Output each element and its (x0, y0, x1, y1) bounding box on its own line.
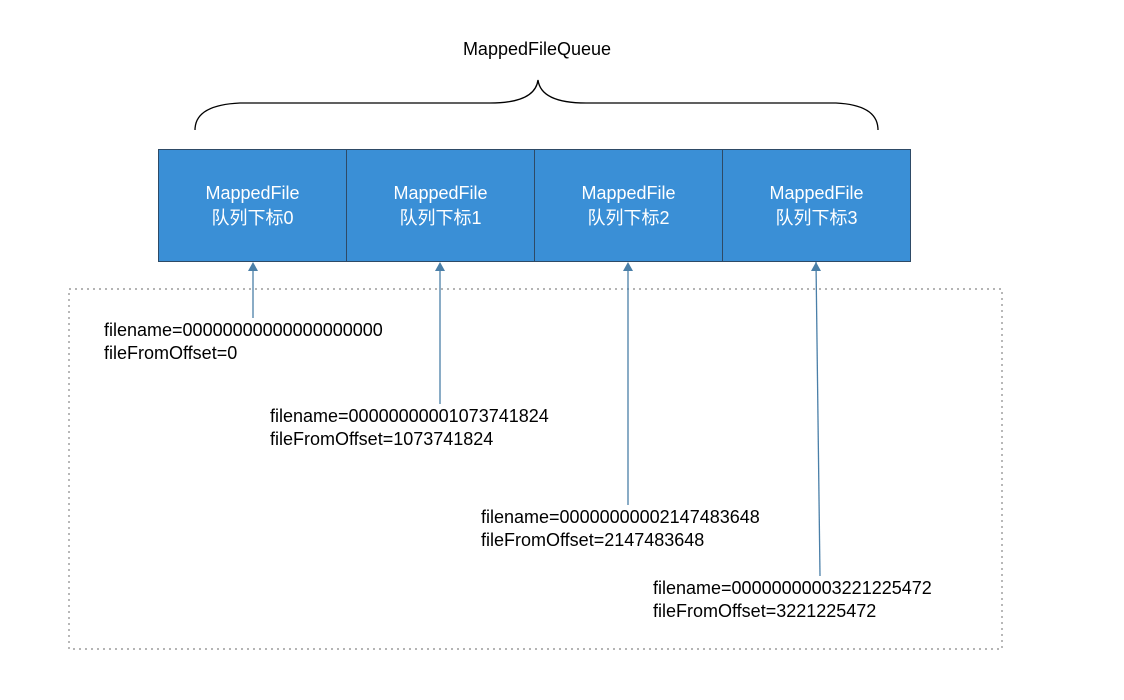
offset-text: fileFromOffset=3221225472 (653, 601, 877, 621)
file-label-0: filename=00000000000000000000 fileFromOf… (104, 319, 383, 365)
offset-text: fileFromOffset=1073741824 (270, 429, 494, 449)
file-label-2: filename=00000000002147483648 fileFromOf… (481, 506, 760, 552)
queue-brace (194, 79, 879, 131)
arrowhead-0 (248, 262, 258, 271)
offset-text: fileFromOffset=0 (104, 343, 238, 363)
file-label-3: filename=00000000003221225472 fileFromOf… (653, 577, 932, 623)
mapped-file-1: MappedFile 队列下标1 (347, 150, 535, 261)
filename-text: filename=00000000002147483648 (481, 507, 760, 527)
mapped-file-name: MappedFile (205, 182, 300, 203)
queue-index: 队列下标3 (775, 207, 858, 228)
arrow-file-3 (815, 261, 821, 577)
arrowhead-3 (811, 262, 821, 271)
mapped-file-name: MappedFile (769, 182, 864, 203)
mapped-file-3: MappedFile 队列下标3 (723, 150, 910, 261)
mapped-file-name: MappedFile (393, 182, 488, 203)
mapped-file-0: MappedFile 队列下标0 (159, 150, 347, 261)
files-container (68, 288, 1003, 650)
filename-text: filename=00000000000000000000 (104, 320, 383, 340)
queue-index: 队列下标2 (587, 207, 670, 228)
mapped-file-queue: MappedFile 队列下标0 MappedFile 队列下标1 Mapped… (158, 149, 911, 262)
filename-text: filename=00000000003221225472 (653, 578, 932, 598)
mapped-file-name: MappedFile (581, 182, 676, 203)
mapped-file-2: MappedFile 队列下标2 (535, 150, 723, 261)
queue-index: 队列下标0 (211, 207, 294, 228)
queue-index: 队列下标1 (399, 207, 482, 228)
queue-title: MappedFileQueue (462, 39, 612, 59)
arrowhead-2 (623, 262, 633, 271)
arrowhead-1 (435, 262, 445, 271)
offset-text: fileFromOffset=2147483648 (481, 530, 705, 550)
filename-text: filename=00000000001073741824 (270, 406, 549, 426)
file-label-1: filename=00000000001073741824 fileFromOf… (270, 405, 549, 451)
